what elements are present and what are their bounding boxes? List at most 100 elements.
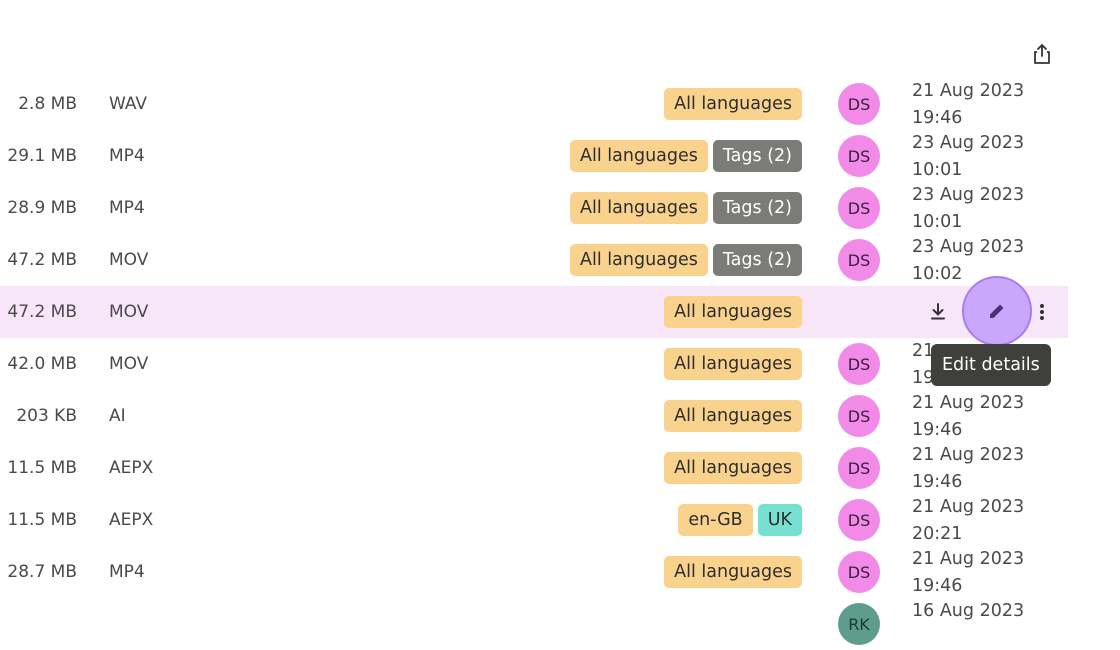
- avatar[interactable]: RK: [838, 603, 880, 645]
- time-text: 19:46: [912, 108, 963, 128]
- file-size: 2.8 MB: [18, 94, 77, 114]
- file-size: 203 KB: [16, 406, 77, 426]
- share-icon: [1034, 44, 1050, 64]
- time-text: 19: [912, 368, 935, 388]
- language-tag[interactable]: All languages: [570, 244, 708, 276]
- date-text: 23 Aug 2023: [912, 133, 1025, 153]
- modified-date: 16 Aug 2023: [912, 598, 1062, 625]
- file-type: WAV: [109, 94, 148, 114]
- date-text: 21 Aug 2023: [912, 393, 1025, 413]
- row-actions: [0, 276, 1068, 346]
- modified-date: 23 Aug 2023 10:02: [912, 234, 1062, 288]
- file-size: 28.9 MB: [7, 198, 77, 218]
- avatar[interactable]: DS: [838, 135, 880, 177]
- file-type: MOV: [109, 250, 149, 270]
- date-text: 21: [912, 341, 935, 361]
- tag-group: All languages: [664, 442, 802, 494]
- more-options-button[interactable]: [1031, 300, 1053, 324]
- language-tag[interactable]: All languages: [664, 296, 802, 328]
- time-text: 19:46: [912, 472, 963, 492]
- download-icon: [931, 303, 945, 320]
- date-text: 23 Aug 2023: [912, 185, 1025, 205]
- date-text: 23 Aug 2023: [912, 237, 1025, 257]
- time-text: 10:01: [912, 212, 963, 232]
- table-row[interactable]: 28.7 MB MP4 All languages DS 21 Aug 2023 19:4…: [0, 546, 1068, 598]
- date-text: 21 Aug 2023: [912, 549, 1025, 569]
- file-size: 28.7 MB: [7, 562, 77, 582]
- language-tag[interactable]: All languages: [664, 88, 802, 120]
- avatar[interactable]: DS: [838, 395, 880, 437]
- time-text: 10:02: [912, 264, 963, 284]
- tag-group: All languages: [664, 390, 802, 442]
- table-row[interactable]: 2.8 MB WAV All languages DS 21 Aug 2023 19:46: [0, 78, 1068, 130]
- modified-date: 21 Aug 2023 19:46: [912, 390, 1062, 444]
- language-tag[interactable]: All languages: [570, 192, 708, 224]
- language-tag[interactable]: en-GB: [678, 504, 753, 536]
- table-row[interactable]: 203 KB AI All languages DS 21 Aug 2023 19:46: [0, 390, 1068, 442]
- tags-count-badge[interactable]: Tags (2): [712, 192, 802, 224]
- date-text: 21 Aug 2023: [912, 445, 1025, 465]
- modified-date: 21 Aug 2023 19:46: [912, 78, 1062, 132]
- date-text: 21 Aug 2023: [912, 497, 1025, 517]
- file-size: 42.0 MB: [7, 354, 77, 374]
- avatar[interactable]: DS: [838, 499, 880, 541]
- tag-group: All languages: [664, 78, 802, 130]
- avatar[interactable]: DS: [838, 551, 880, 593]
- avatar[interactable]: DS: [838, 343, 880, 385]
- file-type: MP4: [109, 562, 145, 582]
- tags-count-badge[interactable]: Tags (2): [712, 244, 802, 276]
- file-type: MP4: [109, 198, 145, 218]
- time-text: 20:21: [912, 524, 963, 544]
- edit-details-tooltip: Edit details: [931, 344, 1051, 386]
- table-row[interactable]: 47.2 MB MOV All languages: [0, 276, 1068, 346]
- avatar[interactable]: DS: [838, 187, 880, 229]
- file-type: MOV: [109, 354, 149, 374]
- tags-count-badge[interactable]: Tags (2): [712, 140, 802, 172]
- modified-date: 21 Aug 2023 20:21: [912, 494, 1062, 548]
- tag-group: All languages: [664, 286, 802, 338]
- language-tag[interactable]: All languages: [664, 452, 802, 484]
- more-vertical-icon: [1040, 304, 1044, 320]
- file-size: 11.5 MB: [7, 510, 77, 530]
- tag-group: All languages: [664, 546, 802, 598]
- modified-date: 21 Aug 2023 19:46: [912, 442, 1062, 496]
- file-type: MP4: [109, 146, 145, 166]
- language-tag[interactable]: All languages: [664, 400, 802, 432]
- date-text: 16 Aug 2023: [912, 601, 1025, 621]
- file-type: MOV: [109, 302, 149, 322]
- avatar[interactable]: DS: [838, 239, 880, 281]
- edit-details-button[interactable]: [962, 276, 1032, 346]
- avatar[interactable]: DS: [838, 83, 880, 125]
- country-tag[interactable]: UK: [757, 504, 802, 536]
- file-type: AEPX: [109, 458, 154, 478]
- time-text: 19:46: [912, 576, 963, 596]
- modified-date: 23 Aug 2023 10:01: [912, 182, 1062, 236]
- avatar[interactable]: DS: [838, 447, 880, 489]
- share-button[interactable]: [1030, 42, 1054, 66]
- file-type: AEPX: [109, 510, 154, 530]
- file-size: 47.2 MB: [7, 302, 77, 322]
- language-tag[interactable]: All languages: [664, 556, 802, 588]
- tag-group: All languages: [664, 338, 802, 390]
- language-tag[interactable]: All languages: [570, 140, 708, 172]
- language-tag[interactable]: All languages: [664, 348, 802, 380]
- time-text: 19:46: [912, 420, 963, 440]
- date-text: 21 Aug 2023: [912, 81, 1025, 101]
- file-size: 47.2 MB: [7, 250, 77, 270]
- table-row[interactable]: RK 16 Aug 2023: [0, 598, 1068, 650]
- download-button[interactable]: [926, 300, 950, 324]
- file-type: AI: [109, 406, 126, 426]
- table-row[interactable]: 42.0 MB MOV All languages DS 21 19: [0, 338, 1068, 390]
- pencil-icon: [990, 304, 1004, 318]
